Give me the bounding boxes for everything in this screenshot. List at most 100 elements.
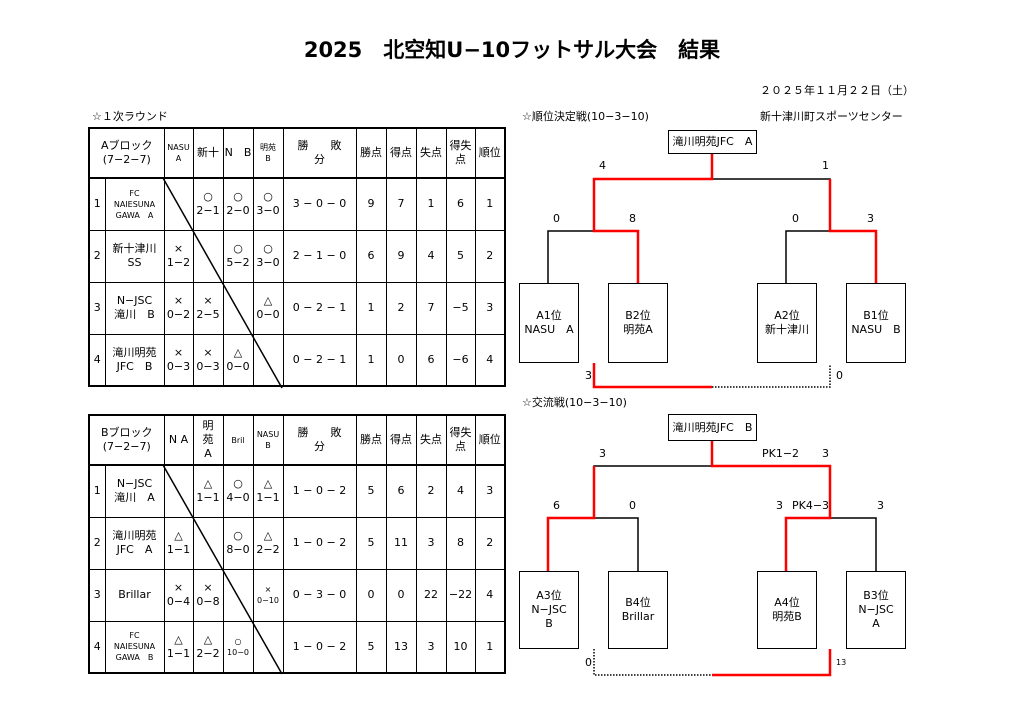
- table-cell: [192, 516, 224, 570]
- score: 6: [553, 499, 560, 512]
- table-cell: 6: [445, 177, 476, 231]
- table-cell: 4: [415, 229, 447, 283]
- table-cell: 5: [355, 516, 387, 570]
- column-header: 失点: [415, 414, 447, 466]
- score: 3: [599, 447, 606, 460]
- table-cell: 1 − 0 − 2: [282, 620, 357, 674]
- table-cell: [252, 333, 284, 387]
- table-cell: 8: [445, 516, 476, 570]
- table-cell: ○ 10−0: [222, 620, 254, 674]
- score: 3: [877, 499, 884, 512]
- table-cell: 0: [355, 568, 387, 622]
- table-cell: 22: [415, 568, 447, 622]
- table-cell: 2: [88, 516, 106, 570]
- column-header: 失点: [415, 127, 447, 179]
- column-header: N A: [163, 414, 194, 466]
- team-name: 滝川明苑 JFC A: [104, 516, 165, 570]
- column-header: 順位: [474, 127, 506, 179]
- table-cell: 10: [445, 620, 476, 674]
- exchange-team-b4: B4位 Brillar: [608, 571, 668, 649]
- table-cell: △ 1−1: [252, 464, 284, 518]
- exchange-bracket: [546, 440, 877, 677]
- score: 3: [585, 369, 592, 382]
- table-cell: 7: [385, 177, 417, 231]
- table-cell: 5: [355, 620, 387, 674]
- table-cell: 3: [474, 464, 506, 518]
- table-cell: 0 − 2 − 1: [282, 333, 357, 387]
- table-cell: 3: [88, 281, 106, 335]
- score: 0: [792, 212, 799, 225]
- table-cell: 2: [474, 516, 506, 570]
- table-cell: 3: [415, 516, 447, 570]
- table-cell: △ 1−1: [163, 620, 194, 674]
- table-cell: 1 − 0 − 2: [282, 516, 357, 570]
- table-cell: △ 0−0: [222, 333, 254, 387]
- ranking-bracket: [547, 153, 878, 389]
- team-name: N−JSC 滝川 A: [104, 464, 165, 518]
- table-cell: ○ 4−0: [222, 464, 254, 518]
- table-cell: △ 0−0: [252, 281, 284, 335]
- table-cell: 3 − 0 − 0: [282, 177, 357, 231]
- table-cell: × 0−8: [192, 568, 224, 622]
- column-header: NASU A: [163, 127, 194, 179]
- column-header: 明苑 B: [252, 127, 284, 179]
- table-cell: × 0−4: [163, 568, 194, 622]
- table-cell: △ 2−2: [252, 516, 284, 570]
- table-cell: ○ 5−2: [222, 229, 254, 283]
- table-cell: 6: [415, 333, 447, 387]
- score: 3: [867, 212, 874, 225]
- table-cell: × 0−10: [252, 568, 284, 622]
- table-cell: 3: [415, 620, 447, 674]
- table-cell: 2: [415, 464, 447, 518]
- score: 1: [822, 159, 829, 172]
- table-cell: ○ 3−0: [252, 229, 284, 283]
- score: 8: [629, 212, 636, 225]
- table-cell: −22: [445, 568, 476, 622]
- table-cell: 1: [355, 333, 387, 387]
- exchange-label: ☆交流戦(10−3−10): [522, 396, 627, 409]
- table-cell: 9: [355, 177, 387, 231]
- team-name: 滝川明苑 JFC B: [104, 333, 165, 387]
- team-name: 新十津川 SS: [104, 229, 165, 283]
- ranking-team-b2: B2位 明苑A: [608, 283, 668, 363]
- exchange-winner-box: 滝川明苑JFC B: [668, 414, 757, 441]
- score: 3: [776, 499, 783, 512]
- column-header: 新十: [192, 127, 224, 179]
- column-header: 勝点: [355, 127, 387, 179]
- table-cell: 1: [474, 620, 506, 674]
- ranking-team-a1: A1位 NASU A: [519, 283, 579, 363]
- score: 0: [553, 212, 560, 225]
- page-title: 2025 北空知U−10フットサル大会 結果: [303, 38, 721, 62]
- pk-score: PK4−3: [792, 499, 830, 512]
- table-cell: △ 1−1: [163, 516, 194, 570]
- table-cell: [222, 568, 254, 622]
- table-cell: 2 − 1 − 0: [282, 229, 357, 283]
- column-header: 明 苑 A: [192, 414, 224, 466]
- table-cell: 2: [88, 229, 106, 283]
- table-cell: ○ 3−0: [252, 177, 284, 231]
- column-header: 順位: [474, 414, 506, 466]
- pk-score: PK1−2: [762, 447, 800, 460]
- table-cell: 0: [385, 333, 417, 387]
- table-cell: 3: [474, 281, 506, 335]
- column-header: 勝 敗 分: [282, 127, 357, 179]
- ranking-team-a2: A2位 新十津川: [757, 283, 817, 363]
- team-name: FC NAIESUNA GAWA A: [104, 177, 165, 231]
- table-cell: 2: [385, 281, 417, 335]
- table-cell: ○ 8−0: [222, 516, 254, 570]
- table-cell: △ 1−1: [192, 464, 224, 518]
- table-cell: 4: [474, 333, 506, 387]
- table-cell: 4: [445, 464, 476, 518]
- table-cell: × 0−3: [192, 333, 224, 387]
- score: 3: [822, 447, 829, 460]
- column-header: 勝 敗 分: [282, 414, 357, 466]
- column-header: 勝点: [355, 414, 387, 466]
- column-header: 得失点: [445, 414, 476, 466]
- table-cell: 4: [88, 620, 106, 674]
